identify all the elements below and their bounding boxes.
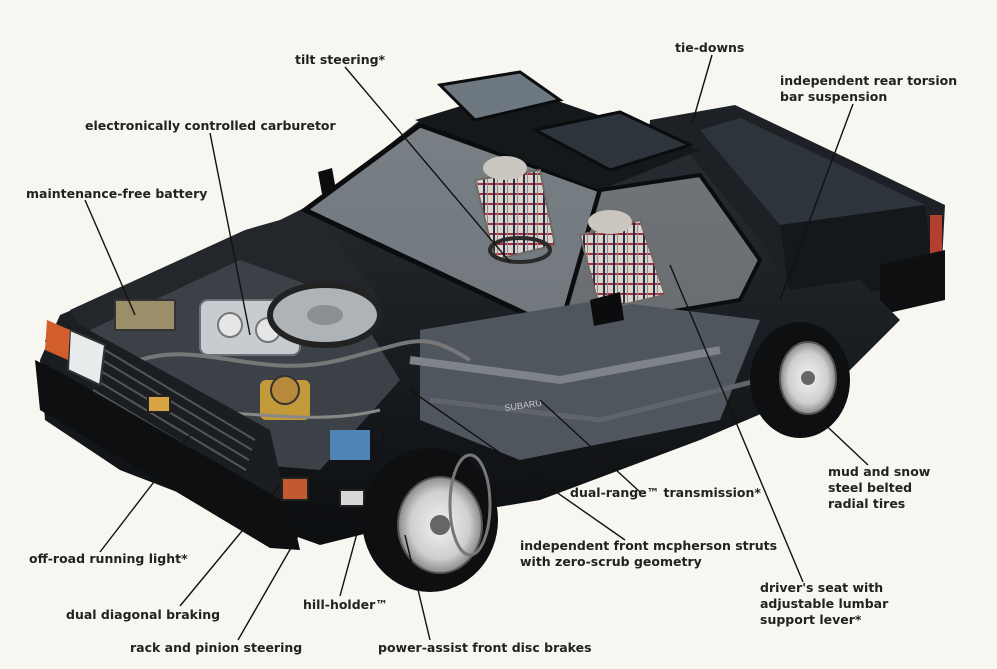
front-fascia <box>35 320 365 550</box>
label-running-light: off-road running light* <box>29 551 188 566</box>
vehicle-body <box>40 70 900 545</box>
leader-carburetor <box>209 132 251 336</box>
leader-rear-suspension <box>779 103 854 301</box>
label-tilt-steering: tilt steering* <box>295 52 386 67</box>
leader-hill-holder <box>339 429 386 597</box>
leader-disc-brakes <box>404 534 431 641</box>
leader-braking <box>179 484 281 607</box>
label-carburetor: electronically controlled carburetor <box>85 118 336 133</box>
front-wheel <box>362 448 498 592</box>
leader-battery <box>84 199 136 316</box>
label-tires: mud and snow steel belted radial tires <box>828 464 931 511</box>
label-seat: driver's seat with adjustable lumbar sup… <box>760 580 889 627</box>
label-battery: maintenance-free battery <box>26 186 208 201</box>
leader-seat <box>669 264 804 583</box>
label-tie-downs: tie-downs <box>675 40 745 55</box>
leader-rack-pinion <box>237 479 331 641</box>
leader-struts <box>409 389 626 541</box>
rear-wheel <box>750 322 850 438</box>
label-rear-suspension: independent rear torsion bar suspension <box>780 73 958 104</box>
label-rack-pinion: rack and pinion steering <box>130 640 303 655</box>
label-disc-brakes: power-assist front disc brakes <box>378 640 592 655</box>
label-hill-holder: hill-holder™ <box>303 597 388 612</box>
label-transmission: dual-range™ transmission* <box>570 485 761 500</box>
side-mirror <box>318 168 336 194</box>
leader-lines <box>84 54 869 641</box>
leader-tires <box>814 414 869 466</box>
door-mirror <box>590 292 624 326</box>
label-braking: dual diagonal braking <box>66 607 221 622</box>
leader-running-light <box>99 434 191 553</box>
leader-tie-downs <box>691 54 713 125</box>
seats <box>473 156 667 312</box>
leader-tilt-steering <box>344 66 511 263</box>
leader-transmission <box>539 399 641 493</box>
label-struts: independent front mcpherson struts with … <box>520 538 778 569</box>
